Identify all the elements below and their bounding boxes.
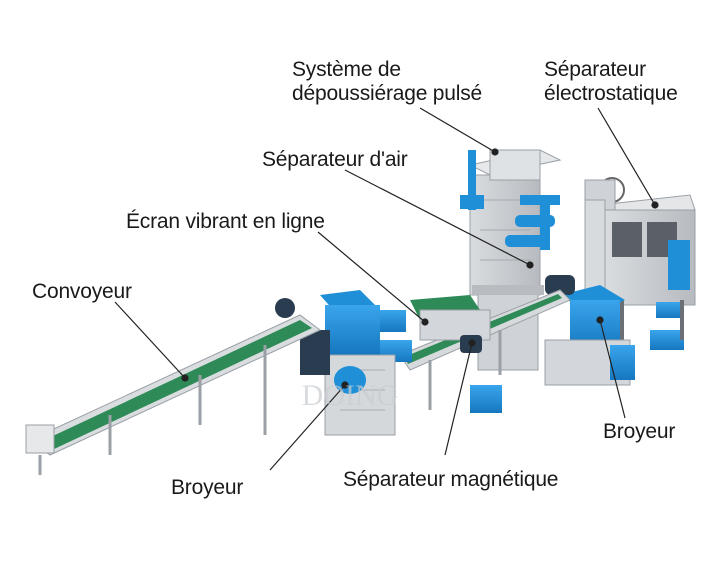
label-conveyor: Convoyeur — [32, 280, 132, 303]
label-electrostatic-line2: électrostatique — [544, 82, 678, 105]
leader-crusher-left — [269, 384, 346, 471]
label-crusher-left: Broyeur — [171, 476, 244, 499]
label-dedusting-line2: dépoussiérage pulsé — [292, 82, 483, 105]
label-electrostatic: Séparateur électrostatique — [544, 58, 678, 106]
leader-vibrating-screen — [317, 231, 426, 323]
label-magnetic-separator: Séparateur magnétique — [343, 468, 559, 491]
label-air-separator: Séparateur d'air — [262, 148, 408, 171]
label-vibrating-screen: Écran vibrant en ligne — [126, 210, 325, 233]
label-dedusting: Système de dépoussiérage pulsé — [292, 58, 482, 106]
watermark: DOING — [302, 379, 399, 412]
leader-lines — [114, 107, 659, 471]
magnetic-bin — [470, 385, 502, 413]
leader-conveyor — [114, 301, 186, 379]
leader-electrostatic — [597, 107, 656, 206]
leader-magnetic — [444, 342, 473, 456]
left-crusher — [300, 290, 396, 436]
label-crusher-right: Broyeur — [603, 420, 676, 443]
leader-crusher-right — [599, 319, 626, 419]
label-electrostatic-line1: Séparateur — [544, 58, 646, 81]
leader-dedusting — [419, 107, 496, 153]
electrostatic-cabinet — [584, 177, 696, 350]
leader-air-separator — [344, 169, 531, 266]
label-dedusting-line1: Système de — [292, 58, 401, 81]
left-conveyor — [25, 298, 321, 475]
vibrating-screen — [372, 295, 491, 362]
